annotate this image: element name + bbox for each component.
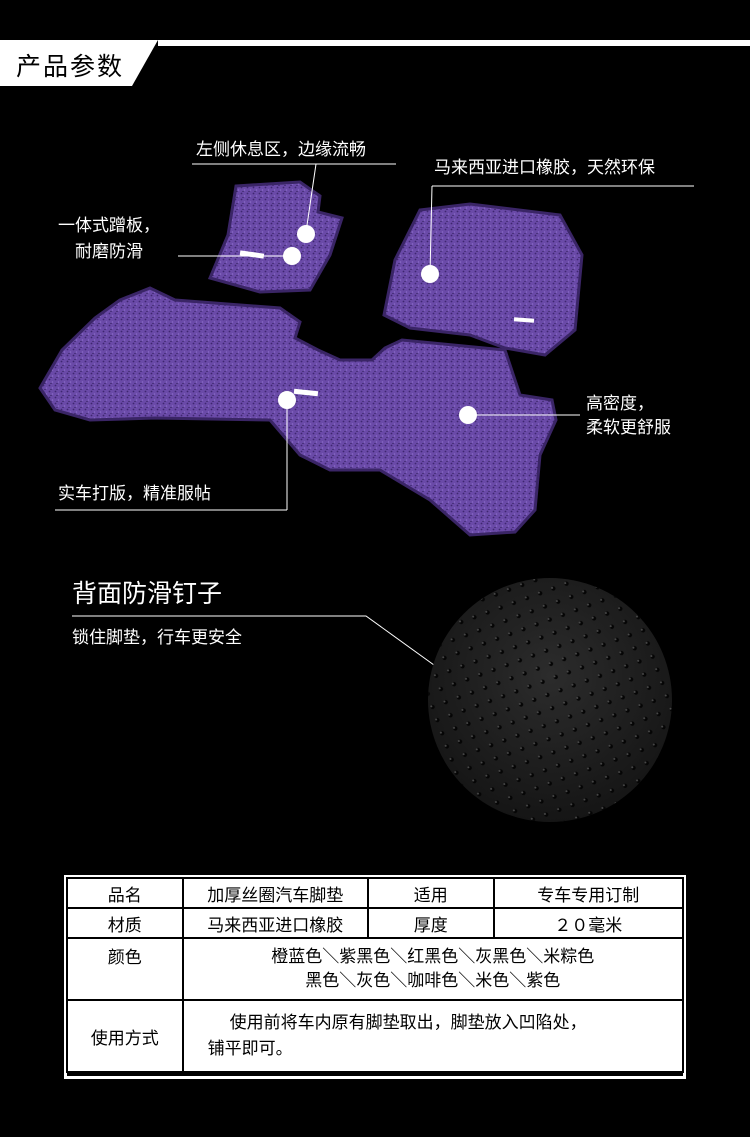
- material-value: 马来西亚进口橡胶: [181, 907, 369, 939]
- nails-pointer-line: [72, 615, 453, 679]
- color-value: 橙蓝色＼紫黑色＼红黑色＼灰黑色＼米粽色 黑色＼灰色＼咖啡色＼米色＼紫色: [181, 937, 685, 1001]
- rear-mat: [38, 286, 558, 537]
- floor-mats-illustration: [38, 163, 694, 537]
- table-row: 颜色 橙蓝色＼紫黑色＼红黑色＼灰黑色＼米粽色 黑色＼灰色＼咖啡色＼米色＼紫色: [66, 937, 685, 1001]
- callout-fit: 实车打版，精准服帖: [58, 484, 211, 504]
- material-label: 材质: [66, 907, 184, 939]
- usage-label: 使用方式: [66, 999, 184, 1073]
- callout-pedal-line2: 耐磨防滑: [75, 242, 143, 262]
- name-value: 加厚丝圈汽车脚垫: [181, 877, 369, 909]
- callout-density-line2: 柔软更舒服: [586, 418, 671, 438]
- callout-rest-area: 左侧休息区，边缘流畅: [196, 140, 366, 160]
- nails-description: 锁住脚垫，行车更安全: [72, 628, 242, 648]
- color-line2: 黑色＼灰色＼咖啡色＼米色＼紫色: [305, 971, 561, 991]
- color-line1: 橙蓝色＼紫黑色＼红黑色＼灰黑色＼米粽色: [271, 947, 595, 967]
- callout-pedal-line1: 一体式蹭板，: [58, 216, 160, 236]
- backing-nails-closeup: [428, 578, 672, 822]
- nails-title: 背面防滑钉子: [72, 579, 223, 608]
- right-front-mat: [382, 202, 584, 357]
- page-title: 产品参数: [16, 52, 125, 81]
- usage-value: 使用前将车内原有脚垫取出，脚垫放入凹陷处， 铺平即可。: [181, 999, 685, 1073]
- fit-value: 专车专用订制: [492, 877, 685, 909]
- callout-malaysia-rubber: 马来西亚进口橡胶，天然环保: [434, 158, 655, 178]
- specs-table-frame: [64, 875, 686, 1079]
- thickness-label: 厚度: [366, 907, 495, 939]
- name-label: 品名: [66, 877, 184, 909]
- table-row: 材质 马来西亚进口橡胶 厚度 ２０毫米: [66, 907, 685, 939]
- thickness-value: ２０毫米: [492, 907, 685, 939]
- table-row: 使用方式 使用前将车内原有脚垫取出，脚垫放入凹陷处， 铺平即可。: [66, 999, 685, 1073]
- usage-line2: 铺平即可。: [207, 1039, 293, 1059]
- table-row: 品名 加厚丝圈汽车脚垫 适用 专车专用订制: [66, 877, 685, 909]
- usage-line1: 使用前将车内原有脚垫取出，脚垫放入凹陷处，: [229, 1013, 587, 1033]
- color-label: 颜色: [66, 937, 184, 1001]
- callout-density-line1: 高密度，: [586, 394, 654, 414]
- fit-label: 适用: [366, 877, 495, 909]
- header-divider: [158, 40, 750, 46]
- header-tab-shape: [0, 40, 158, 86]
- specs-table: 品名 加厚丝圈汽车脚垫 适用 专车专用订制 材质 马来西亚进口橡胶 厚度 ２０毫…: [66, 877, 685, 1073]
